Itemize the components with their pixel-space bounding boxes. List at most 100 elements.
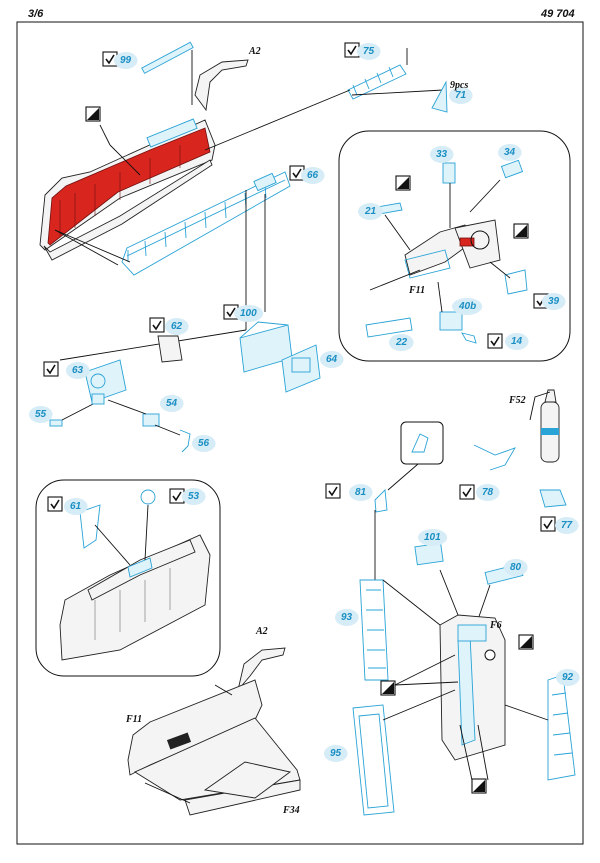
- bend-icon: [518, 634, 534, 650]
- label-bubble: [324, 745, 348, 762]
- fold-icon: [487, 333, 503, 349]
- bend-icon: [395, 175, 411, 191]
- part-64-panel: [281, 344, 321, 393]
- part-78: [473, 444, 517, 471]
- label-bubble: [430, 146, 454, 163]
- fold-icon: [47, 496, 63, 512]
- part-label-40b: 40b: [458, 301, 476, 312]
- label-bubble: [418, 529, 448, 546]
- part-label-56: 56: [198, 438, 210, 449]
- blue-strip: [146, 118, 198, 148]
- bend-icon: [471, 778, 487, 794]
- part-label-62: 62: [171, 321, 183, 332]
- label-bubble: [542, 293, 566, 310]
- part-label-92: 92: [562, 672, 574, 683]
- page-frame: [16, 21, 584, 845]
- label-bubble: [320, 351, 344, 368]
- part-label-93: 93: [341, 612, 353, 623]
- label-bubble: [476, 484, 500, 501]
- label-bubble: [64, 498, 88, 515]
- kit-number: 49 704: [541, 8, 575, 20]
- label-bubble: [66, 362, 90, 379]
- bulkhead-f6: [439, 614, 506, 761]
- label-bubble: [114, 52, 138, 69]
- fold-icon: [325, 483, 341, 499]
- part-63-panel: [84, 359, 127, 403]
- part-label-66: 66: [307, 170, 319, 181]
- part-81: [374, 489, 388, 513]
- label-bubble: [192, 435, 216, 452]
- part-label-34: 34: [504, 147, 516, 158]
- label-bubble: [234, 305, 264, 322]
- part-label-101: 101: [424, 532, 441, 543]
- label-bubble: [504, 559, 528, 576]
- fold-icon: [169, 488, 185, 504]
- part-22-plate: [365, 317, 413, 338]
- fold-icon: [540, 516, 556, 532]
- part-75-strip: [347, 64, 407, 100]
- label-bubble: [452, 298, 483, 315]
- part-label-63: 63: [72, 365, 84, 376]
- left-wall-assembly: [39, 59, 249, 261]
- part-66-panel: [121, 171, 291, 276]
- part-39: [504, 269, 528, 295]
- part-33: [442, 162, 456, 184]
- part-label-22: 22: [395, 337, 408, 348]
- bend-icon: [85, 106, 101, 122]
- fire-extinguisher: [529, 389, 560, 463]
- part-92-panel: [547, 674, 576, 781]
- part-label-54: 54: [166, 398, 178, 409]
- part-label-14: 14: [511, 336, 523, 347]
- ref-label-a2-bottom: A2: [255, 626, 268, 637]
- label-bubble: [505, 333, 529, 350]
- label-bubble: [358, 203, 383, 220]
- part-label-55: 55: [35, 409, 47, 420]
- part-62-block: [157, 335, 183, 363]
- label-bubble: [182, 488, 206, 505]
- canopy-frame: [194, 59, 249, 112]
- label-bubble: [389, 334, 414, 351]
- part-label-53: 53: [188, 491, 200, 502]
- red-interior: [47, 127, 211, 246]
- part-99-strip: [141, 41, 194, 74]
- label-bubble: [555, 517, 579, 534]
- part-label-33: 33: [436, 149, 448, 160]
- label-bubble: [357, 43, 381, 60]
- part-40b: [439, 311, 463, 331]
- page-number: 3/6: [28, 8, 44, 20]
- fold-icon: [459, 484, 475, 500]
- part-label-64: 64: [326, 354, 338, 365]
- ref-label-f11-detail: F11: [408, 285, 425, 296]
- fold-icon: [149, 317, 165, 333]
- part-labels: 99 75 71 66 100 64 62 63 55 54 56 33 34 …: [29, 43, 580, 816]
- part-label-99: 99: [120, 55, 132, 66]
- part-label-61: 61: [70, 501, 82, 512]
- label-bubble: [301, 167, 325, 184]
- wall-floor-edge: [43, 159, 213, 261]
- qty-label-9pcs: 9pcs: [450, 80, 468, 91]
- part-81-zoom: [400, 421, 444, 465]
- part-61: [79, 504, 101, 549]
- part-77: [539, 489, 567, 508]
- part-93-panel: [359, 579, 389, 681]
- part-54: [142, 413, 160, 427]
- label-bubble: [165, 318, 189, 335]
- label-bubble: [556, 669, 580, 686]
- label-bubble: [349, 484, 373, 501]
- part-label-80: 80: [510, 562, 522, 573]
- ref-label-f6: F6: [489, 620, 502, 631]
- part-55: [49, 419, 63, 427]
- label-bubble: [449, 87, 473, 104]
- part-label-95: 95: [330, 748, 342, 759]
- fold-icon: [344, 42, 360, 58]
- lower-fuselage-assembly: [127, 647, 301, 816]
- instrument-detail: [359, 159, 528, 344]
- bulkhead-detail: [59, 489, 211, 661]
- part-label-39: 39: [548, 296, 560, 307]
- ref-label-f11-bottom: F11: [125, 714, 142, 725]
- part-label-78: 78: [482, 487, 494, 498]
- part-label-100: 100: [240, 308, 257, 319]
- part-label-81: 81: [355, 487, 367, 498]
- part-56: [179, 429, 191, 453]
